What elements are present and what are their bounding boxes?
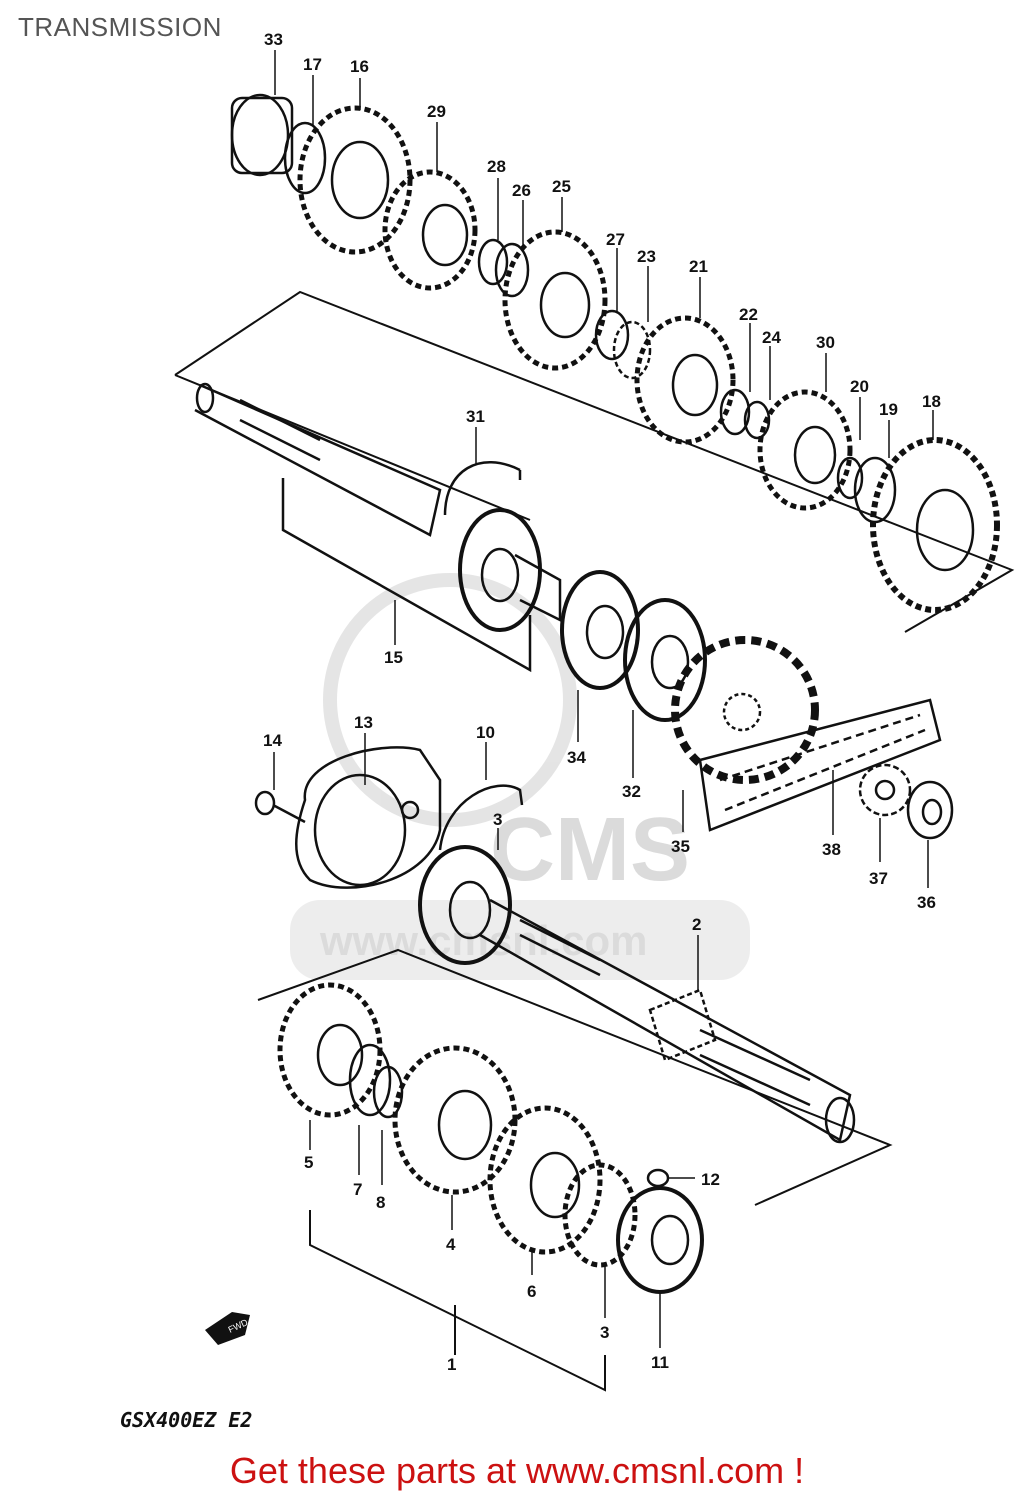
callout-31: 31 xyxy=(466,407,485,426)
clip-10 xyxy=(438,784,524,851)
ring-8 xyxy=(372,1065,404,1119)
callout-32: 32 xyxy=(622,782,641,801)
washer-7 xyxy=(348,1043,392,1117)
washer-17 xyxy=(283,121,327,195)
callout-29: 29 xyxy=(427,102,446,121)
sprocket-chain xyxy=(671,636,954,840)
callout-5: 5 xyxy=(304,1153,313,1172)
seal-34 xyxy=(560,570,640,690)
retainer-group xyxy=(254,746,524,889)
callout-33: 33 xyxy=(264,30,283,49)
callout-24: 24 xyxy=(762,328,781,347)
retainer-13 xyxy=(295,746,442,889)
callout-22: 22 xyxy=(739,305,758,324)
countershaft-15 xyxy=(194,382,707,722)
gear-16 xyxy=(297,105,413,255)
watermark: CMS www.cmsnl.com xyxy=(290,573,750,980)
callout-labels: 33 17 16 29 28 26 25 27 23 21 22 24 30 2… xyxy=(263,30,941,1374)
mainshaft-2 xyxy=(479,898,852,1142)
callout-15: 15 xyxy=(384,648,403,667)
callout-23: 23 xyxy=(637,247,656,266)
spacer-32 xyxy=(623,598,707,722)
callout-13: 13 xyxy=(354,713,373,732)
leader-lines xyxy=(273,50,934,1348)
callout-18: 18 xyxy=(922,392,941,411)
chain-38 xyxy=(698,698,942,832)
pin-12 xyxy=(646,1168,670,1188)
bearing-33 xyxy=(230,93,290,177)
lockwasher-23 xyxy=(612,320,652,380)
footer-banner[interactable]: Get these parts at www.cmsnl.com ! xyxy=(0,1450,1034,1492)
callout-26: 26 xyxy=(512,181,531,200)
callout-11: 11 xyxy=(651,1353,669,1372)
mainshaft-group xyxy=(418,845,856,1144)
bushing-22 xyxy=(719,388,751,436)
ring-28 xyxy=(477,238,509,286)
callout-14: 14 xyxy=(263,731,282,750)
ring-20 xyxy=(836,456,864,500)
assembly-1-bracket xyxy=(309,1210,606,1392)
callout-10: 10 xyxy=(476,723,495,742)
screw-14 xyxy=(254,790,276,816)
mainshaft-frame xyxy=(257,948,893,1206)
callout-6: 6 xyxy=(527,1282,536,1301)
gear-29 xyxy=(382,169,478,291)
callout-4: 4 xyxy=(446,1235,456,1254)
countershaft-gears xyxy=(230,93,1000,613)
footer-link[interactable]: Get these parts at www.cmsnl.com ! xyxy=(229,1450,805,1491)
callout-20: 20 xyxy=(850,377,869,396)
callout-27: 27 xyxy=(606,230,625,249)
callout-2: 2 xyxy=(692,915,701,934)
sprocket-35 xyxy=(671,636,819,784)
gear-6 xyxy=(487,1105,603,1255)
callout-16: 16 xyxy=(350,57,369,76)
nut-36 xyxy=(906,780,954,840)
watermark-logo: CMS xyxy=(490,800,690,900)
gear-18 xyxy=(870,437,1000,613)
mainshaft-gears xyxy=(277,982,704,1294)
callout-38: 38 xyxy=(822,840,841,859)
fwd-arrow-icon: FWD xyxy=(205,1312,250,1345)
gear-3 xyxy=(562,1162,638,1268)
callout-3-gear: 3 xyxy=(600,1323,609,1342)
gear-25 xyxy=(502,229,608,371)
callout-30: 30 xyxy=(816,333,835,352)
washer-26 xyxy=(494,242,530,298)
bearing-3 xyxy=(418,845,512,965)
page-title: TRANSMISSION xyxy=(18,12,222,42)
clip-31 xyxy=(443,461,522,516)
callout-7: 7 xyxy=(353,1180,362,1199)
gear-5 xyxy=(277,982,383,1118)
callout-36: 36 xyxy=(917,893,936,912)
callout-35: 35 xyxy=(671,837,690,856)
lockwasher-37 xyxy=(858,763,912,817)
callout-8: 8 xyxy=(376,1193,385,1212)
callout-3-bearing: 3 xyxy=(493,810,502,829)
callout-17: 17 xyxy=(303,55,322,74)
callout-21: 21 xyxy=(689,257,708,276)
callout-37: 37 xyxy=(869,869,888,888)
gear-30 xyxy=(757,389,853,511)
gear-4 xyxy=(392,1045,518,1195)
callout-34: 34 xyxy=(567,748,586,767)
callout-12: 12 xyxy=(701,1170,720,1189)
callout-28: 28 xyxy=(487,157,506,176)
model-code: GSX400EZ E2 xyxy=(120,1408,253,1432)
callout-1: 1 xyxy=(447,1355,456,1374)
washer-27 xyxy=(594,309,630,361)
callout-25: 25 xyxy=(552,177,571,196)
gear-21 xyxy=(634,315,736,445)
callout-19: 19 xyxy=(879,400,898,419)
